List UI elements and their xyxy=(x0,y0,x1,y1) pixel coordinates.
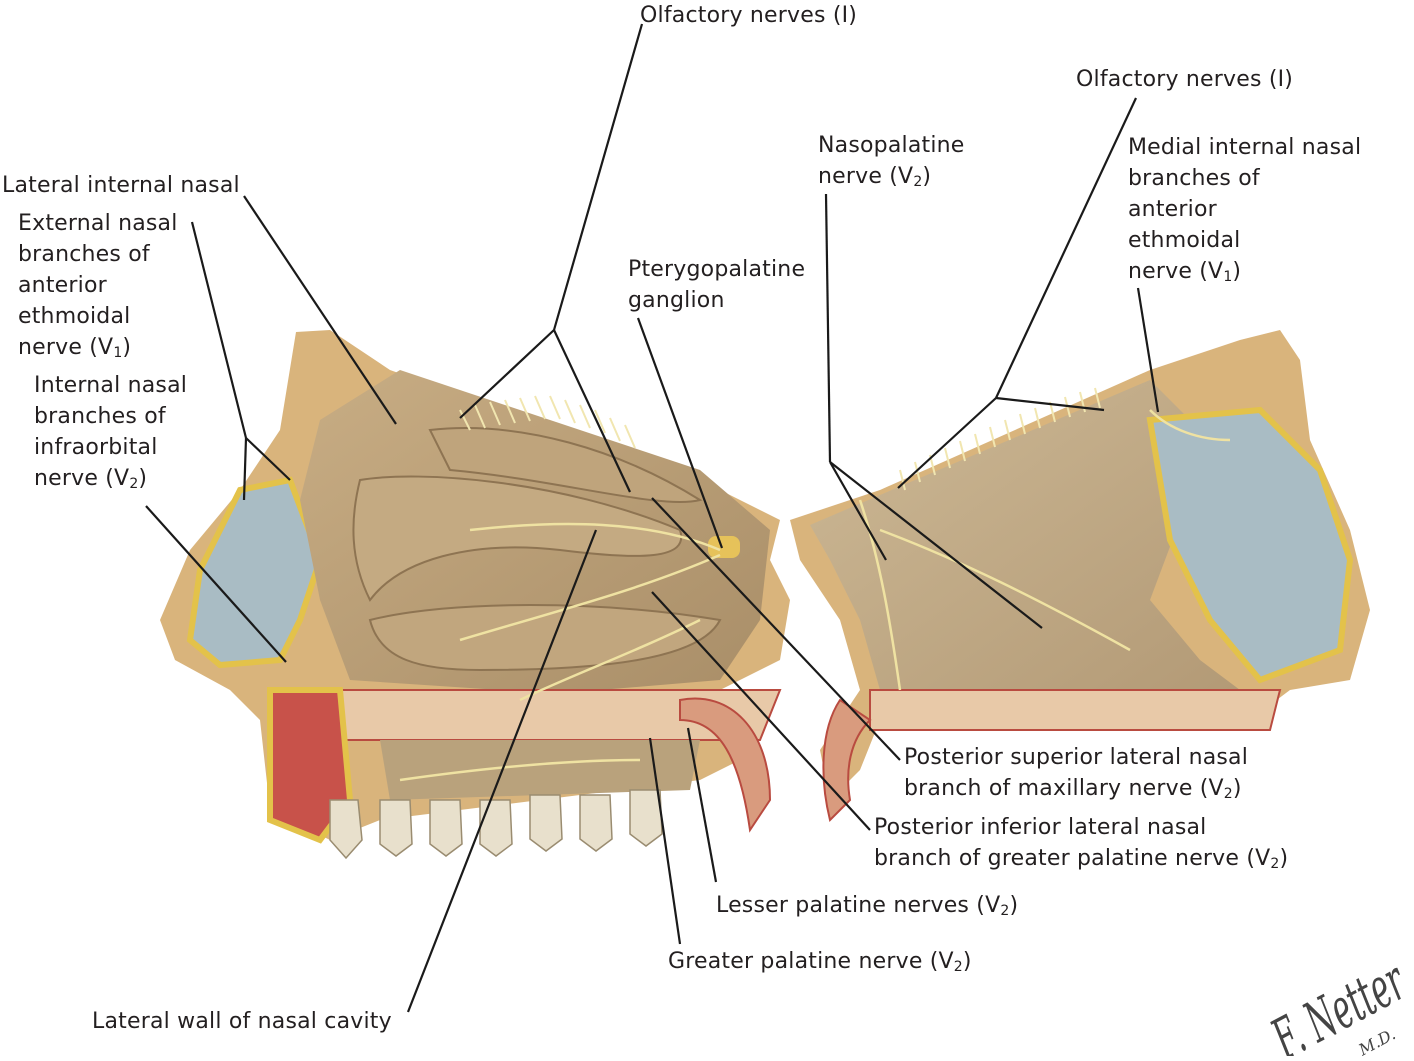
tooth xyxy=(429,799,463,857)
leader-lines xyxy=(145,23,1160,1013)
leader-lateral-internal xyxy=(243,195,397,425)
hard-palate-right xyxy=(869,689,1282,731)
leader-nasopalatine-a xyxy=(829,461,887,561)
label-pterygopalatine-ganglion: Pterygopalatine ganglion xyxy=(628,257,806,313)
leader-olfactory-right xyxy=(995,97,1137,399)
label-lateral-wall-nasal-cavity: Lateral wall of nasal cavity xyxy=(92,1009,392,1034)
septum-specimen xyxy=(790,330,1370,822)
label-external-nasal-branches: External nasal branches of anterior ethm… xyxy=(18,211,178,361)
leader-olfactory-left-b xyxy=(553,329,631,493)
leader-medial-internal xyxy=(1136,287,1160,413)
leader-greater-palatine xyxy=(648,737,682,945)
tooth xyxy=(329,799,363,860)
leader-posterior-inferior xyxy=(651,591,871,831)
leader-lesser-palatine xyxy=(686,727,718,883)
leader-nasopalatine-b xyxy=(829,461,1043,629)
leader-lateral-wall xyxy=(406,529,598,1013)
leader-external-nasal xyxy=(190,221,248,439)
label-olfactory-nerves-left: Olfactory nerves (I) xyxy=(640,3,858,28)
leader-olfactory-right-a xyxy=(897,397,997,489)
nasal-cartilage-left xyxy=(186,476,324,669)
leader-external-nasal-a xyxy=(242,437,248,501)
palate-mucosa-left xyxy=(380,740,700,800)
leader-external-nasal-b xyxy=(245,437,291,481)
tooth xyxy=(629,789,663,847)
septum-mucosa xyxy=(810,380,1240,690)
tooth xyxy=(579,794,613,852)
label-posterior-superior-lateral-nasal: Posterior superior lateral nasal branch … xyxy=(904,745,1249,802)
leader-olfactory-left-a xyxy=(459,329,555,419)
leader-internal-infraorbital xyxy=(145,505,287,663)
tooth xyxy=(479,799,513,857)
lateral-wall-specimen xyxy=(160,330,790,860)
septal-cartilage xyxy=(1146,406,1354,684)
leader-olfactory-right-b xyxy=(995,396,1105,412)
label-olfactory-nerves-right: Olfactory nerves (I) xyxy=(1076,67,1294,92)
label-posterior-inferior-lateral-nasal: Posterior inferior lateral nasal branch … xyxy=(874,815,1289,872)
soft-palate-right xyxy=(822,698,872,822)
tooth xyxy=(379,799,413,857)
artist-signature: F. Netter M.D. xyxy=(1262,948,1412,1056)
label-lateral-internal-nasal: Lateral internal nasal xyxy=(2,173,240,198)
olfactory-nerve-fibers-right xyxy=(899,387,1101,491)
label-lesser-palatine-nerves: Lesser palatine nerves (V2) xyxy=(716,893,1019,919)
olfactory-nerve-fibers-left xyxy=(459,395,636,449)
nerves-right xyxy=(858,409,1231,691)
label-greater-palatine-nerve: Greater palatine nerve (V2) xyxy=(668,949,972,975)
pterygopalatine-ganglion-shape xyxy=(708,536,740,558)
label-nasopalatine-nerve: Nasopalatine nerve (V2) xyxy=(818,133,965,190)
tooth xyxy=(529,794,563,852)
inferior-concha xyxy=(368,604,722,672)
leader-olfactory-left xyxy=(552,23,644,331)
label-medial-internal-nasal: Medial internal nasal branches of anteri… xyxy=(1128,135,1362,285)
label-internal-nasal-infraorbital: Internal nasal branches of infraorbital … xyxy=(34,373,188,492)
superior-concha xyxy=(428,427,703,503)
leader-nasopalatine xyxy=(824,193,832,463)
teeth-left xyxy=(329,789,663,860)
soft-palate-left xyxy=(679,697,772,833)
leader-posterior-superior xyxy=(651,497,901,761)
leader-pterygopalatine xyxy=(636,317,724,549)
